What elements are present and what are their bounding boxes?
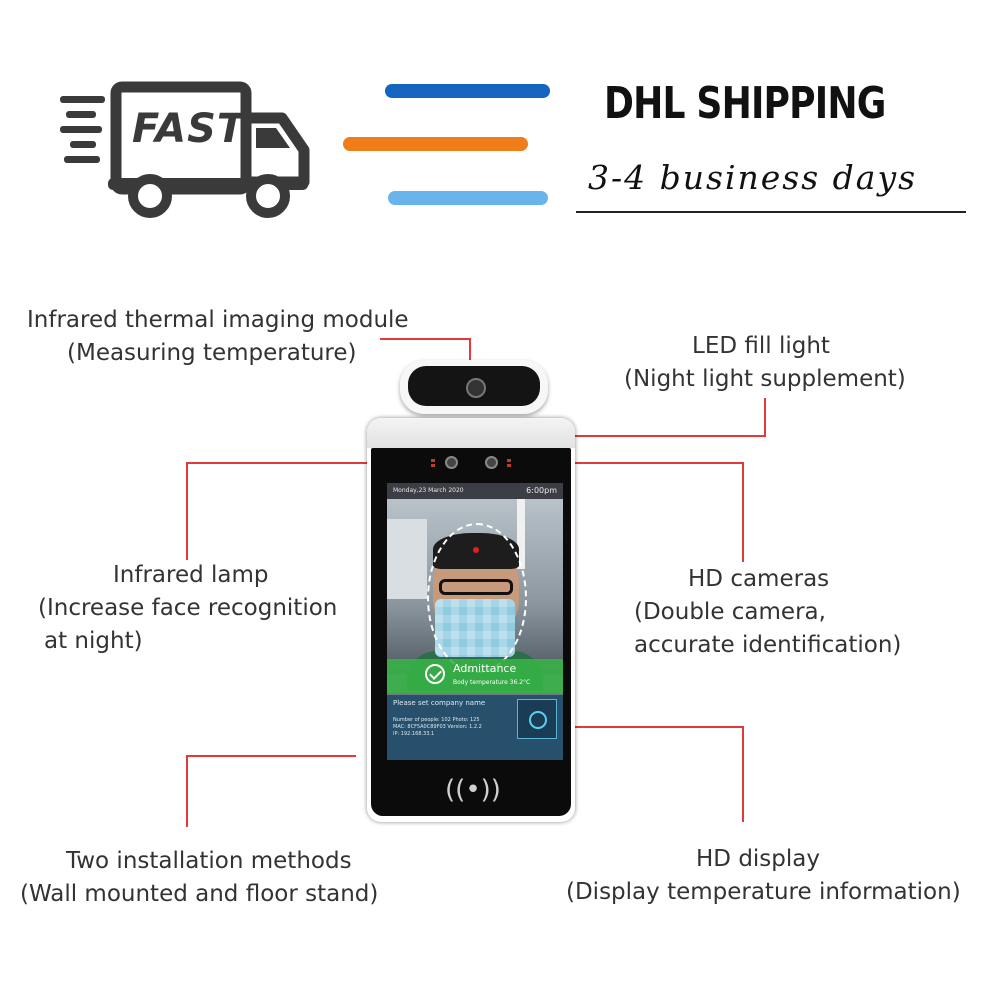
device-front-panel: Monday,23 March 2020 6:00pm Admittance B… (371, 448, 571, 816)
nfc-card-reader-icon: ((•)) (445, 775, 501, 805)
install-subtitle: (Wall mounted and floor stand) (20, 881, 379, 907)
ir-lamp-title: Infrared lamp (113, 562, 269, 588)
orange-stripe (343, 137, 528, 151)
face-recognition-terminal: Monday,23 March 2020 6:00pm Admittance B… (367, 418, 575, 822)
hd-display-title: HD display (696, 846, 820, 872)
light-blue-stripe (388, 191, 548, 205)
install-leader-v (186, 755, 188, 827)
shipping-title: DHL SHIPPING (604, 78, 886, 129)
ir-lamp-subtitle: (Increase face recognition (38, 595, 338, 621)
fast-truck-icon: FAST (60, 78, 315, 218)
ir-lamp-label: Infrared lamp (Increase face recognition… (38, 559, 337, 658)
ir-lamp-leader-v (186, 462, 188, 560)
hd-cameras-label: HD cameras (Double camera, accurate iden… (634, 563, 901, 662)
camera-preview (387, 499, 563, 691)
temperature-point-icon (473, 547, 479, 553)
install-label: Two installation methods (Wall mounted a… (20, 845, 378, 911)
face-scan-icon (517, 699, 557, 739)
screen-date: Monday,23 March 2020 (393, 487, 464, 494)
blue-stripe (385, 84, 550, 98)
thermal-camera-module (400, 360, 548, 414)
hd-cameras-leader-h (510, 462, 744, 464)
ir-lamp-subtitle-2: at night) (44, 628, 143, 654)
hd-display-subtitle: (Display temperature information) (566, 879, 961, 905)
led-label: LED fill light (Night light supplement) (624, 330, 906, 396)
hd-display-leader-h (488, 726, 744, 728)
hd-cameras-leader-v (742, 462, 744, 562)
details-line-1: Number of people: 102 Photo: 125 (393, 717, 480, 723)
admittance-status: Admittance (453, 662, 517, 675)
camera-left-icon (445, 456, 458, 469)
led-subtitle: (Night light supplement) (624, 366, 906, 392)
face-detection-oval (427, 523, 527, 673)
camera-right-icon (485, 456, 498, 469)
infrared-lamp-left-2 (431, 464, 435, 467)
details-line-3: IP: 192.168.33.1 (393, 731, 435, 737)
infrared-lamp-left (431, 459, 435, 462)
admittance-banner: Admittance Body temperature 36.2°C (387, 659, 563, 693)
device-details: Number of people: 102 Photo: 125 MAC: 8C… (393, 717, 503, 738)
hd-display-screen: Monday,23 March 2020 6:00pm Admittance B… (387, 483, 563, 760)
screen-time: 6:00pm (526, 486, 557, 495)
thermal-label: Infrared thermal imaging module (Measuri… (27, 304, 409, 370)
screen-status-bar: Monday,23 March 2020 6:00pm (387, 483, 563, 499)
led-leader-v (764, 398, 766, 436)
hd-cameras-title: HD cameras (688, 566, 830, 592)
hd-display-label: HD display (Display temperature informat… (566, 843, 961, 909)
company-prompt: Please set company name (393, 699, 486, 707)
thermal-leader-h (380, 338, 470, 340)
title-underline (576, 211, 966, 213)
hd-display-leader-v (742, 726, 744, 822)
led-title: LED fill light (692, 333, 830, 359)
install-leader-h (186, 755, 356, 757)
ir-lamp-leader-h (186, 462, 434, 464)
delivery-time: 3-4 business days (588, 158, 918, 197)
thermal-title: Infrared thermal imaging module (27, 307, 409, 333)
hd-cameras-subtitle: (Double camera, (634, 599, 826, 625)
infrared-lamp-right (507, 459, 511, 462)
led-fill-light (367, 418, 575, 448)
thermal-lens-icon (466, 378, 486, 398)
truck-text: FAST (132, 106, 246, 152)
led-leader-h (474, 435, 766, 437)
check-icon (425, 664, 445, 684)
device-info-panel: Please set company name Number of people… (387, 695, 563, 760)
details-line-2: MAC: 8CF5A0C89F03 Version: 1.2.2 (393, 724, 482, 730)
install-title: Two installation methods (66, 848, 352, 874)
thermal-subtitle: (Measuring temperature) (67, 340, 357, 366)
body-temperature: Body temperature 36.2°C (453, 679, 531, 686)
infrared-lamp-right-2 (507, 464, 511, 467)
hd-cameras-subtitle-2: accurate identification) (634, 632, 902, 658)
